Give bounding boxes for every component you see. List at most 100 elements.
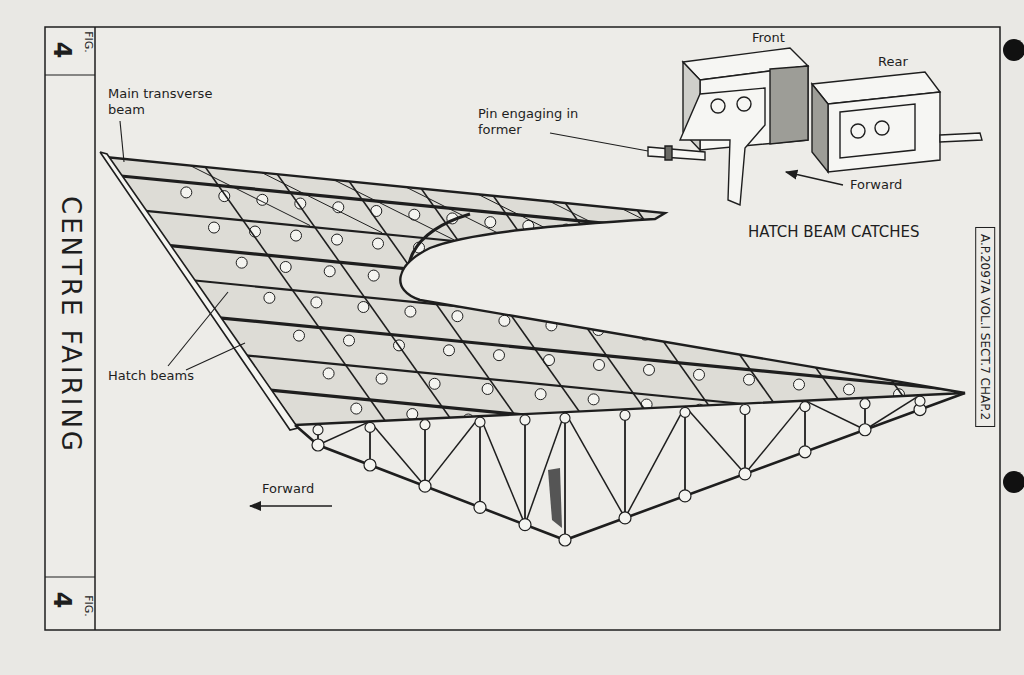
lightening-hole bbox=[720, 305, 731, 316]
lightening-hole bbox=[455, 246, 466, 257]
pin-collar bbox=[665, 146, 672, 160]
leader-line bbox=[186, 343, 245, 370]
truss-diagonal bbox=[565, 412, 625, 518]
figure-number: 4 bbox=[48, 42, 77, 59]
cross-member bbox=[622, 189, 888, 564]
lightening-hole bbox=[588, 292, 599, 303]
joint-plate bbox=[520, 415, 530, 425]
strip-divider bbox=[45, 576, 95, 577]
truss-diagonal bbox=[865, 395, 920, 430]
lightening-hole bbox=[452, 311, 463, 322]
joint-plate bbox=[859, 424, 871, 436]
joint-plate bbox=[519, 519, 531, 531]
strip-divider bbox=[94, 27, 96, 630]
lightening-hole bbox=[499, 315, 510, 326]
lightening-hole bbox=[407, 409, 418, 420]
figure-tag: FIG. bbox=[81, 595, 94, 617]
lightening-hole bbox=[324, 266, 335, 277]
joint-plate bbox=[560, 413, 570, 423]
lightening-hole bbox=[373, 238, 384, 249]
lightening-hole bbox=[701, 270, 712, 281]
lightening-hole bbox=[906, 425, 917, 436]
lightening-hole bbox=[687, 436, 698, 447]
lightening-hole bbox=[358, 302, 369, 313]
lightening-hole bbox=[209, 222, 220, 233]
lightening-hole bbox=[967, 463, 978, 474]
block-shading bbox=[812, 84, 828, 172]
cross-member bbox=[334, 160, 600, 535]
detail-heading: HATCH BEAM CATCHES bbox=[748, 223, 920, 241]
joint-plate bbox=[800, 402, 810, 412]
lightening-hole bbox=[494, 350, 505, 361]
lightening-hole bbox=[344, 335, 355, 346]
lightening-hole bbox=[781, 343, 792, 354]
curved-member bbox=[408, 214, 470, 300]
lightening-hole bbox=[844, 384, 855, 395]
truss-diagonal bbox=[685, 406, 745, 473]
binder-hole bbox=[1003, 471, 1024, 493]
lightening-hole bbox=[794, 379, 805, 390]
truss-diagonal bbox=[425, 416, 480, 486]
lightening-hole bbox=[911, 458, 922, 469]
direction-label: Forward bbox=[850, 177, 902, 193]
lightening-hole bbox=[482, 383, 493, 394]
part-label: Main transverse beam bbox=[108, 86, 233, 117]
part-label: Rear bbox=[878, 54, 908, 70]
lightening-hole bbox=[632, 296, 643, 307]
lightening-hole bbox=[744, 374, 755, 385]
lightening-hole bbox=[764, 309, 775, 320]
lightening-hole bbox=[537, 254, 548, 265]
direction-label: Forward bbox=[262, 481, 314, 497]
figure-tag: FIG. bbox=[81, 31, 94, 53]
lightening-hole bbox=[544, 287, 555, 298]
catch-plate bbox=[840, 104, 915, 158]
bottom-chord bbox=[295, 393, 965, 540]
lightening-hole bbox=[294, 330, 305, 341]
lightening-hole bbox=[368, 270, 379, 281]
truss-diagonal bbox=[370, 421, 425, 486]
lightening-hole bbox=[619, 262, 630, 273]
truss-diagonal bbox=[625, 406, 685, 518]
lightening-hole bbox=[405, 306, 416, 317]
lightening-hole bbox=[376, 373, 387, 384]
document-reference: A.P.2097A VOL.I SECT.7 CHAP.2 bbox=[975, 227, 995, 427]
lightening-hole bbox=[264, 292, 275, 303]
lightening-hole bbox=[496, 250, 507, 261]
lightening-hole bbox=[594, 359, 605, 370]
lightening-hole bbox=[500, 283, 511, 294]
hatch-beam bbox=[270, 390, 1024, 478]
strip-divider bbox=[45, 74, 95, 75]
joint-plate bbox=[799, 446, 811, 458]
part-label: Pin engaging in former bbox=[478, 106, 586, 137]
leader-lines bbox=[120, 121, 843, 506]
lightening-hole bbox=[236, 257, 247, 268]
hatch-beam bbox=[118, 176, 1018, 264]
lightening-hole bbox=[734, 338, 745, 349]
page-frame bbox=[45, 27, 1000, 630]
block-shading bbox=[770, 66, 808, 144]
lightening-hole bbox=[485, 217, 496, 228]
joint-plate bbox=[860, 399, 870, 409]
catch-plate bbox=[680, 88, 765, 205]
joint-plate bbox=[915, 396, 925, 406]
lightening-hole bbox=[578, 258, 589, 269]
lightening-hole bbox=[535, 389, 546, 400]
truss-strut bbox=[624, 409, 626, 518]
diagonal-brace bbox=[622, 209, 742, 269]
deck-members bbox=[105, 146, 1024, 586]
lightening-hole bbox=[631, 430, 642, 441]
lightening-hole bbox=[412, 274, 423, 285]
figure-number: 4 bbox=[48, 592, 77, 609]
joint-plate bbox=[313, 425, 323, 435]
truss-diagonal bbox=[318, 421, 370, 445]
lightening-hole bbox=[1023, 469, 1024, 480]
lightening-hole bbox=[855, 452, 866, 463]
lightening-hole bbox=[637, 232, 648, 243]
truss-diagonal bbox=[805, 401, 865, 430]
lightening-hole bbox=[588, 394, 599, 405]
truss-strut bbox=[524, 414, 526, 525]
truss-diagonal bbox=[480, 416, 525, 524]
lightening-hole bbox=[181, 187, 192, 198]
joint-plate bbox=[420, 420, 430, 430]
block-face bbox=[828, 92, 940, 172]
